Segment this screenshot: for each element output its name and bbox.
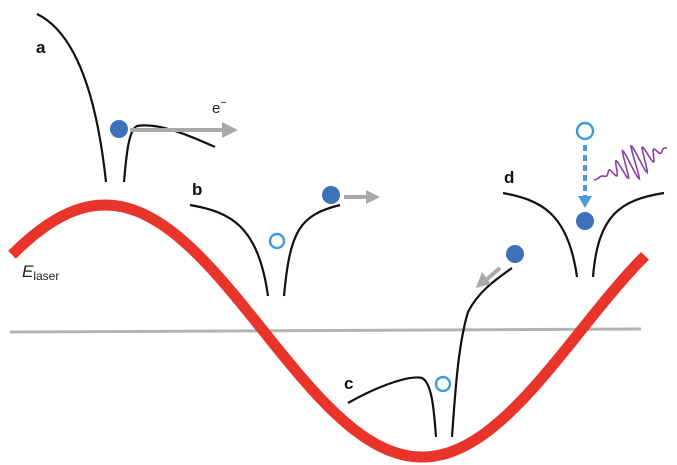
panel-c-letter: c xyxy=(344,374,353,393)
panel-b-potential-left xyxy=(189,203,270,297)
electron-label: e− xyxy=(212,97,227,117)
panel-b-hole-icon xyxy=(268,232,286,250)
panel-d-potential-right xyxy=(591,191,665,278)
laser-field-wave xyxy=(8,199,649,463)
panel-b-electron-icon xyxy=(322,186,340,204)
panel-b-potential-right xyxy=(282,203,341,297)
panel-b: b xyxy=(189,180,380,297)
panel-b-letter: b xyxy=(192,180,202,199)
panel-c: c xyxy=(344,245,524,438)
panel-a-letter: a xyxy=(36,38,46,57)
panel-c-electron-arrow xyxy=(484,266,502,282)
panel-d-dashed-arrowhead xyxy=(578,196,592,208)
panel-d-electron-icon xyxy=(576,212,594,230)
panel-c-arrowhead xyxy=(476,272,491,288)
panel-c-hole-icon xyxy=(434,375,452,393)
panel-c-potential-left xyxy=(347,376,438,438)
panel-a-electron-icon xyxy=(110,120,128,138)
panel-a-potential-right xyxy=(122,124,216,183)
panel-a: a e− xyxy=(36,13,238,183)
panel-c-potential-right xyxy=(450,267,513,438)
laser-field-label: Elaser xyxy=(22,262,59,283)
panel-d: d xyxy=(502,121,667,278)
panel-a-potential-left xyxy=(36,13,108,183)
panel-d-letter: d xyxy=(504,168,514,187)
panel-a-arrowhead xyxy=(222,122,238,138)
emission-photon-icon xyxy=(593,145,667,181)
panel-d-potential-left xyxy=(502,191,579,278)
panel-c-electron-icon xyxy=(506,245,524,263)
zero-field-baseline xyxy=(9,327,642,334)
panel-d-hole-icon xyxy=(575,121,595,141)
panel-b-arrowhead xyxy=(366,190,380,204)
